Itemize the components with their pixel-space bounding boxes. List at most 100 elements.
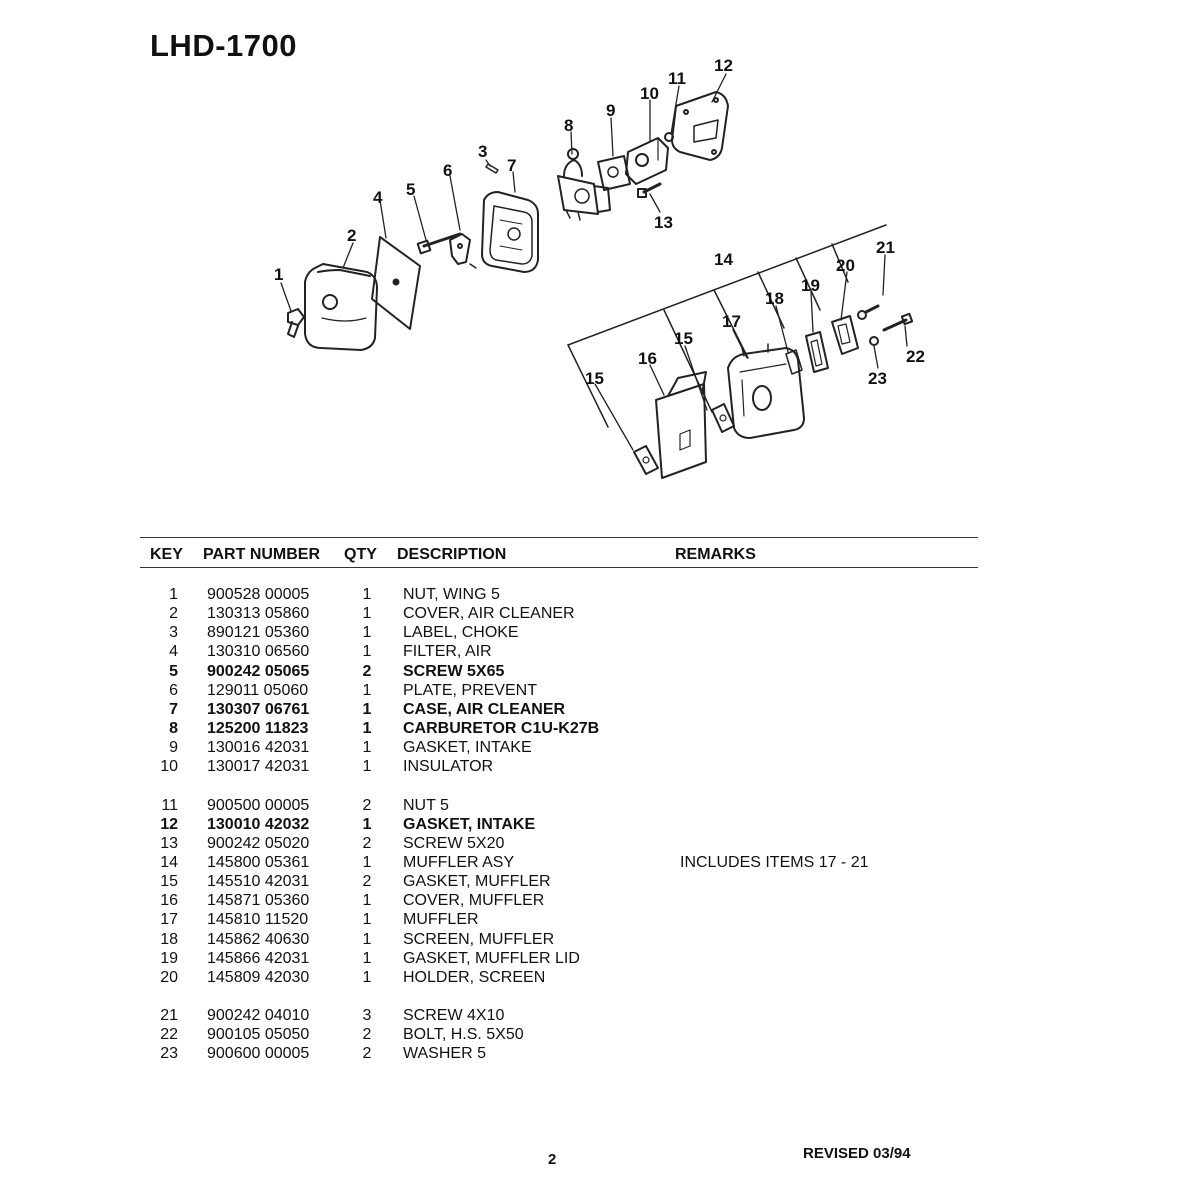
revision-note: REVISED 03/94 bbox=[803, 1145, 911, 1162]
callout-4: 4 bbox=[373, 188, 383, 207]
cell-description: SCREW 5X65 bbox=[403, 662, 505, 680]
cell-part-number: 145866 42031 bbox=[207, 949, 310, 967]
cell-part-number: 900242 05020 bbox=[207, 834, 310, 852]
cell-part-number: 130307 06761 bbox=[207, 700, 310, 718]
cell-qty: 3 bbox=[362, 1007, 372, 1024]
part-air-filter bbox=[371, 236, 421, 330]
part-muffler-gasket-inner bbox=[711, 403, 735, 433]
cell-key: 16 bbox=[160, 892, 178, 910]
part-choke-label bbox=[485, 163, 499, 174]
part-muffler-lid-gasket bbox=[805, 331, 829, 373]
callout-15a: 15 bbox=[585, 369, 604, 388]
cell-key: 7 bbox=[169, 700, 178, 718]
cell-key: 10 bbox=[160, 758, 178, 776]
cell-description: HOLDER, SCREEN bbox=[403, 968, 546, 986]
table-header-rule bbox=[140, 567, 978, 568]
header-key: KEY bbox=[150, 546, 183, 563]
callout-7: 7 bbox=[507, 156, 516, 175]
cell-description: CASE, AIR CLEANER bbox=[403, 700, 566, 718]
callout-6: 6 bbox=[443, 161, 452, 180]
cell-description: BOLT, H.S. 5X50 bbox=[403, 1026, 524, 1044]
cell-description: SCREW 4X10 bbox=[403, 1007, 505, 1024]
cell-part-number: 900105 05050 bbox=[207, 1026, 310, 1044]
callout-14: 14 bbox=[714, 250, 733, 269]
callout-11: 11 bbox=[668, 69, 686, 88]
cell-remarks: INCLUDES ITEMS 17 - 21 bbox=[680, 853, 869, 871]
part-screw-5x65 bbox=[416, 232, 462, 255]
cell-qty: 1 bbox=[362, 739, 372, 757]
callout-15b: 15 bbox=[674, 329, 693, 348]
cell-part-number: 900242 05065 bbox=[207, 662, 310, 680]
cell-key: 19 bbox=[160, 949, 178, 967]
cell-key: 23 bbox=[160, 1045, 178, 1063]
page-title: LHD-1700 bbox=[150, 28, 297, 63]
cell-key: 14 bbox=[160, 853, 178, 871]
cell-qty: 1 bbox=[362, 815, 372, 833]
cell-part-number: 145810 11520 bbox=[207, 911, 309, 929]
cell-qty: 1 bbox=[362, 643, 372, 661]
cell-qty: 1 bbox=[362, 930, 372, 948]
cell-qty: 1 bbox=[362, 700, 372, 718]
part-screw-5x20 bbox=[637, 182, 662, 198]
part-screen-holder bbox=[831, 315, 859, 355]
cell-description: GASKET, MUFFLER bbox=[403, 873, 551, 891]
cell-description: NUT, WING 5 bbox=[403, 586, 500, 603]
cell-description: MUFFLER ASY bbox=[403, 853, 515, 871]
exploded-parts-diagram: 1 2 3 4 5 6 7 8 9 10 11 12 13 14 15 15 1… bbox=[274, 56, 925, 479]
header-remarks: REMARKS bbox=[675, 546, 756, 563]
cell-qty: 1 bbox=[362, 968, 372, 986]
cell-key: 1 bbox=[169, 586, 178, 603]
cell-key: 17 bbox=[160, 911, 178, 929]
callout-20: 20 bbox=[836, 256, 855, 275]
cell-qty: 2 bbox=[362, 662, 372, 680]
cell-key: 2 bbox=[169, 605, 178, 623]
cell-description: CARBURETOR C1U-K27B bbox=[403, 720, 600, 737]
table-top-rule bbox=[140, 537, 978, 538]
cell-part-number: 900528 00005 bbox=[207, 586, 310, 603]
header-qty: QTY bbox=[344, 546, 377, 563]
callout-5: 5 bbox=[406, 180, 415, 199]
cell-description: COVER, AIR CLEANER bbox=[403, 605, 575, 623]
cell-description: NUT 5 bbox=[403, 796, 449, 814]
part-intake-gasket-large bbox=[671, 91, 729, 161]
cell-qty: 1 bbox=[362, 949, 372, 967]
cell-description: SCREEN, MUFFLER bbox=[403, 930, 555, 948]
cell-qty: 2 bbox=[362, 873, 372, 891]
cell-qty: 2 bbox=[362, 1026, 372, 1044]
part-bolt-5x50 bbox=[882, 312, 914, 332]
cell-key: 15 bbox=[160, 873, 178, 891]
callout-23: 23 bbox=[868, 369, 887, 388]
cell-part-number: 125200 11823 bbox=[207, 720, 309, 737]
cell-qty: 1 bbox=[362, 758, 372, 776]
cell-description: PLATE, PREVENT bbox=[403, 681, 537, 699]
part-wing-nut bbox=[287, 308, 305, 338]
cell-key: 22 bbox=[160, 1026, 178, 1044]
cell-key: 21 bbox=[160, 1007, 178, 1024]
cell-key: 13 bbox=[160, 834, 178, 852]
cell-description: MUFFLER bbox=[403, 911, 479, 929]
cell-part-number: 130016 42031 bbox=[207, 739, 310, 757]
part-prevent-plate bbox=[449, 233, 477, 269]
cell-qty: 1 bbox=[362, 853, 372, 871]
part-screw-4x10 bbox=[857, 304, 880, 320]
callout-3: 3 bbox=[478, 142, 487, 161]
cell-part-number: 900500 00005 bbox=[207, 796, 310, 814]
cell-part-number: 145862 40630 bbox=[207, 930, 310, 948]
page-number: 2 bbox=[548, 1151, 557, 1168]
cell-description: WASHER 5 bbox=[403, 1045, 486, 1063]
cell-part-number: 130017 42031 bbox=[207, 758, 310, 776]
part-muffler-cover bbox=[655, 371, 707, 479]
cell-key: 12 bbox=[160, 815, 178, 833]
